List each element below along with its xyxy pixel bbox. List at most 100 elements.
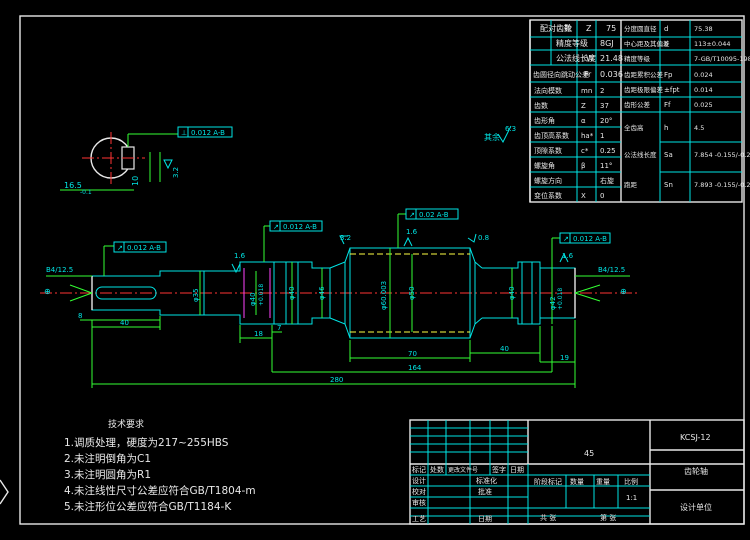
svg-text:0.012 A-B: 0.012 A-B (283, 223, 317, 231)
svg-text:标记: 标记 (412, 465, 426, 474)
param-cell: ±fpt (664, 86, 680, 94)
param-cell: 11° (600, 162, 612, 170)
drawing-number: KCSJ-12 (680, 433, 711, 442)
key-width-dim: 10 (131, 176, 140, 186)
svg-text:↗: ↗ (117, 244, 123, 252)
svg-text:校对: 校对 (412, 487, 426, 496)
svg-text:φ40: φ40 (249, 292, 257, 306)
shaft-main-view (40, 247, 640, 339)
svg-text:280: 280 (330, 376, 343, 384)
svg-text:B4/12.5: B4/12.5 (598, 266, 625, 274)
param-cell: 0.036 (600, 70, 623, 79)
svg-text:40: 40 (120, 319, 129, 327)
svg-text:⊕: ⊕ (620, 287, 627, 296)
param-cell: 齿数 (534, 101, 548, 110)
param-cell: 113±0.044 (694, 40, 730, 48)
requirement-item: 3.未注明圆角为R1 (64, 468, 151, 481)
svg-text:↗: ↗ (273, 223, 279, 231)
param-cell: 0.025 (694, 101, 713, 109)
param-cell: 法向模数 (534, 86, 562, 95)
param-cell: 中心距及其偏差 (624, 39, 670, 48)
svg-text:φ50: φ50 (408, 286, 416, 300)
requirement-item: 1.调质处理，硬度为217~255HBS (64, 436, 229, 449)
svg-text:设计: 设计 (412, 476, 426, 485)
param-cell: c* (581, 147, 589, 155)
param-cell: Sn (664, 181, 673, 189)
param-cell: 精度等级 (556, 38, 588, 48)
param-cell: Z (581, 102, 586, 110)
svg-text:0.012 A-B: 0.012 A-B (127, 244, 161, 252)
param-cell: h (664, 124, 668, 132)
param-cell: X (581, 192, 586, 200)
svg-text:6.3: 6.3 (505, 125, 516, 133)
svg-text:工艺: 工艺 (412, 515, 426, 523)
title-block: 45 KCSJ-12 齿轮轴 设计单位 阶段标记 数量 重量 比例 1:1 共 … (409, 419, 745, 525)
svg-text:⊕: ⊕ (44, 287, 51, 296)
svg-text:-0.1: -0.1 (80, 189, 92, 196)
svg-text:19: 19 (560, 354, 569, 362)
param-cell: 变位系数 (534, 191, 562, 200)
param-cell: 分度圆直径 (624, 24, 657, 33)
material-label: 45 (584, 449, 594, 458)
param-cell: W (586, 54, 594, 63)
param-cell: 7-GB/T10095-1988 (694, 55, 750, 63)
param-cell: 1 (600, 132, 604, 140)
param-cell: 0 (600, 192, 604, 200)
svg-text:其余: 其余 (484, 132, 500, 142)
svg-text:8: 8 (78, 312, 82, 320)
svg-text:B4/12.5: B4/12.5 (46, 266, 73, 274)
param-cell: 螺旋方向 (534, 176, 562, 185)
keyway-section-view: ⊥ 0.012 A-B 3.2 16.5 -0.1 10 (60, 126, 233, 196)
key-depth-dim: 16.5 (64, 181, 82, 190)
param-cell: 0.014 (694, 86, 713, 94)
param-cell: Z (586, 24, 592, 33)
svg-text:φ46: φ46 (318, 286, 326, 300)
param-cell: 跑距 (624, 180, 638, 189)
svg-text:+0.018: +0.018 (557, 288, 564, 310)
param-cell: 精度等级 (624, 54, 651, 63)
key-roughness: 3.2 (172, 167, 180, 178)
param-cell: 齿数 (556, 23, 572, 33)
param-cell: mn (581, 87, 592, 95)
length-dimensions: 8 40 18 7 70 40 164 19 280 (78, 312, 576, 388)
param-cell: 公法线长度 (624, 150, 657, 159)
diameter-dimensions: φ35 φ40 +0.018 φ40 φ46 φ60.003 φ50 φ40 φ… (192, 248, 564, 338)
key-tolerance-label: 0.012 A-B (191, 129, 225, 137)
corner-mark (0, 479, 9, 505)
keyway-slot (95, 286, 157, 300)
svg-text:0.8: 0.8 (478, 234, 489, 242)
svg-text:7: 7 (277, 324, 281, 332)
param-cell: 公法线长度 (556, 53, 596, 63)
param-cell: 75.38 (694, 25, 713, 33)
svg-text:18: 18 (254, 330, 263, 338)
geometric-tolerances: ↗ 0.012 A-B ↗ 0.012 A-B ↗ 0.02 A-B ↗ 0.0… (103, 208, 611, 276)
gear-parameter-table: 配对齿轮 齿数 Z 75 精度等级 8GJ 公法线长度 W 21.48 齿圆径向… (529, 19, 750, 203)
svg-text:φ42: φ42 (549, 296, 557, 310)
svg-text:批准: 批准 (478, 487, 492, 496)
svg-text:1.6: 1.6 (234, 252, 246, 260)
svg-text:处数: 处数 (430, 465, 444, 474)
param-cell: 7.893 -0.155/-0.211 (694, 181, 750, 189)
svg-text:标准化: 标准化 (476, 476, 497, 485)
svg-text:φ35: φ35 (192, 288, 200, 302)
param-cell: 齿形角 (534, 116, 555, 125)
svg-text:40: 40 (500, 345, 509, 353)
requirement-item: 2.未注明倒角为C1 (64, 452, 151, 465)
svg-text:0.012 A-B: 0.012 A-B (573, 235, 607, 243)
param-cell: 右旋 (600, 176, 614, 185)
param-cell: 顶隙系数 (534, 146, 562, 155)
requirements-title: 技术要求 (108, 418, 144, 430)
requirement-item: 4.未注线性尺寸公差应符合GB/T1804-m (64, 484, 256, 497)
param-cell: 全齿高 (624, 123, 644, 132)
svg-text:φ40: φ40 (508, 286, 516, 300)
param-cell: a (664, 40, 668, 48)
param-cell: Sa (664, 151, 673, 159)
svg-text:0.02 A-B: 0.02 A-B (419, 211, 449, 219)
svg-text:签字: 签字 (492, 465, 506, 474)
svg-text:阶段标记: 阶段标记 (534, 477, 562, 486)
param-cell: 37 (600, 102, 609, 110)
svg-text:第 张: 第 张 (600, 513, 616, 522)
svg-text:日期: 日期 (478, 515, 492, 523)
svg-text:审核: 审核 (412, 498, 426, 507)
